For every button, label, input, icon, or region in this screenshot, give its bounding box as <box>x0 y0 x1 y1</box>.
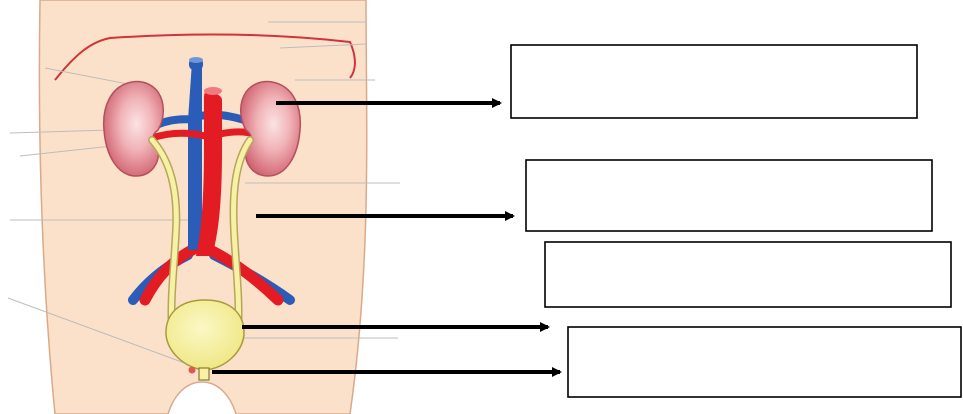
label-box-kidney[interactable] <box>511 45 917 118</box>
label-box-ureter[interactable] <box>526 160 932 231</box>
urethra <box>199 368 209 380</box>
vena-cava <box>188 62 202 250</box>
label-boxes <box>511 45 961 397</box>
label-box-blank[interactable] <box>545 242 951 307</box>
label-box-urethra[interactable] <box>568 327 961 397</box>
right-kidney <box>241 81 301 176</box>
left-kidney <box>104 81 164 176</box>
